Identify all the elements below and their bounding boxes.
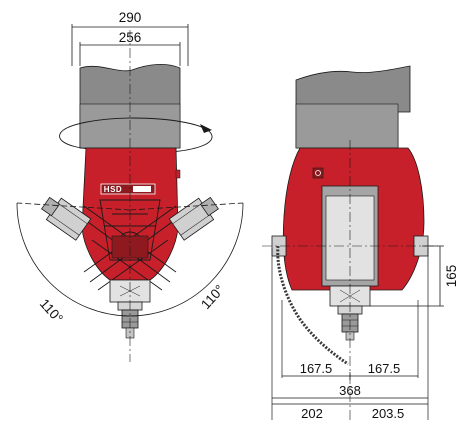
- side-cable: [276, 245, 349, 366]
- dim-bottom-left-label: 202: [301, 406, 323, 421]
- angle-right-label: 110°: [198, 282, 227, 312]
- brand-logo: HSD: [100, 183, 156, 195]
- dim-total-label: 368: [339, 383, 361, 398]
- dim-left-half-label: 167.5: [300, 361, 333, 376]
- dimension-202-203-5: 202 203.5: [272, 403, 428, 421]
- dim-bottom-right-label: 203.5: [372, 406, 405, 421]
- front-left-swept-motor: [41, 196, 92, 241]
- dimension-165: 165: [370, 245, 459, 307]
- rotation-arrow-icon: [59, 117, 213, 153]
- front-view: 290 256 HSD: [16, 10, 244, 362]
- side-gray-lower-band: [295, 103, 399, 149]
- side-port-icon: [312, 167, 324, 179]
- side-spindle: [329, 285, 371, 341]
- front-right-swept-motor: [168, 196, 219, 241]
- dimension-368: 368: [272, 383, 428, 399]
- dimension-290: 290: [71, 10, 189, 66]
- front-side-tab: [175, 169, 181, 179]
- dim-right-half-label: 167.5: [368, 361, 401, 376]
- sweep-arc: [16, 202, 244, 317]
- side-view: 165 167.5 167.5 368 202 203.5: [262, 65, 459, 421]
- dim-height-label: 165: [444, 265, 459, 288]
- dim-outer-width-label: 290: [119, 10, 142, 25]
- angle-left-label: 110°: [37, 296, 66, 326]
- brand-label: HSD: [104, 185, 122, 194]
- dimension-167-5: 167.5 167.5: [282, 361, 418, 380]
